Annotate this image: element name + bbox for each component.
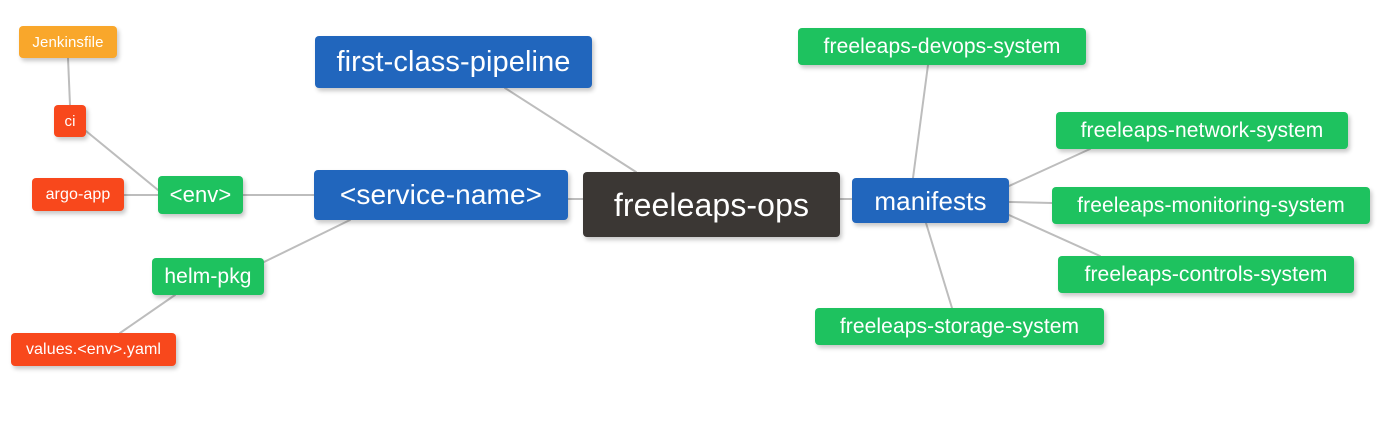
node-freeleaps-ops[interactable]: freeleaps-ops [583,172,840,237]
node-label-freeleaps-storage-system: freeleaps-storage-system [839,315,1080,338]
node-freeleaps-devops-system[interactable]: freeleaps-devops-system [798,28,1086,65]
edge-service-name-to-helm-pkg [263,219,351,263]
edge-manifests-to-freeleaps-network-system [1008,148,1091,187]
node-freeleaps-network-system[interactable]: freeleaps-network-system [1056,112,1348,149]
node-label-manifests: manifests [874,185,987,216]
node-label-values-yaml: values.<env>.yaml [25,340,162,358]
node-label-freeleaps-network-system: freeleaps-network-system [1080,119,1324,142]
node-values-yaml[interactable]: values.<env>.yaml [11,333,176,366]
node-ci[interactable]: ci [54,105,86,137]
node-label-freeleaps-devops-system: freeleaps-devops-system [823,35,1061,58]
node-helm-pkg[interactable]: helm-pkg [152,258,264,295]
node-freeleaps-storage-system[interactable]: freeleaps-storage-system [815,308,1104,345]
node-manifests[interactable]: manifests [852,178,1009,223]
node-label-env: <env> [169,182,232,207]
node-label-ci: ci [64,112,76,130]
edge-jenkinsfile-to-ci [67,57,71,106]
node-env[interactable]: <env> [158,176,243,214]
node-label-service-name: <service-name> [339,179,543,210]
edge-manifests-to-freeleaps-monitoring-system [1008,201,1053,204]
node-first-class-pipeline[interactable]: first-class-pipeline [315,36,592,88]
node-freeleaps-controls-system[interactable]: freeleaps-controls-system [1058,256,1354,293]
node-label-jenkinsfile: Jenkinsfile [32,33,104,51]
edge-manifests-to-freeleaps-storage-system [925,222,953,309]
node-label-freeleaps-ops: freeleaps-ops [613,186,810,223]
node-label-freeleaps-controls-system: freeleaps-controls-system [1084,263,1328,286]
edge-helm-pkg-to-values-yaml [119,294,176,334]
edge-manifests-to-freeleaps-devops-system [912,64,929,179]
node-label-argo-app: argo-app [45,185,111,203]
edge-first-class-pipeline-to-freeleaps-ops [504,87,637,173]
node-argo-app[interactable]: argo-app [32,178,124,211]
node-label-helm-pkg: helm-pkg [164,265,252,288]
node-freeleaps-monitoring-system[interactable]: freeleaps-monitoring-system [1052,187,1370,224]
node-label-freeleaps-monitoring-system: freeleaps-monitoring-system [1077,194,1345,217]
node-service-name[interactable]: <service-name> [314,170,568,220]
node-jenkinsfile[interactable]: Jenkinsfile [19,26,117,58]
node-label-first-class-pipeline: first-class-pipeline [336,45,571,78]
